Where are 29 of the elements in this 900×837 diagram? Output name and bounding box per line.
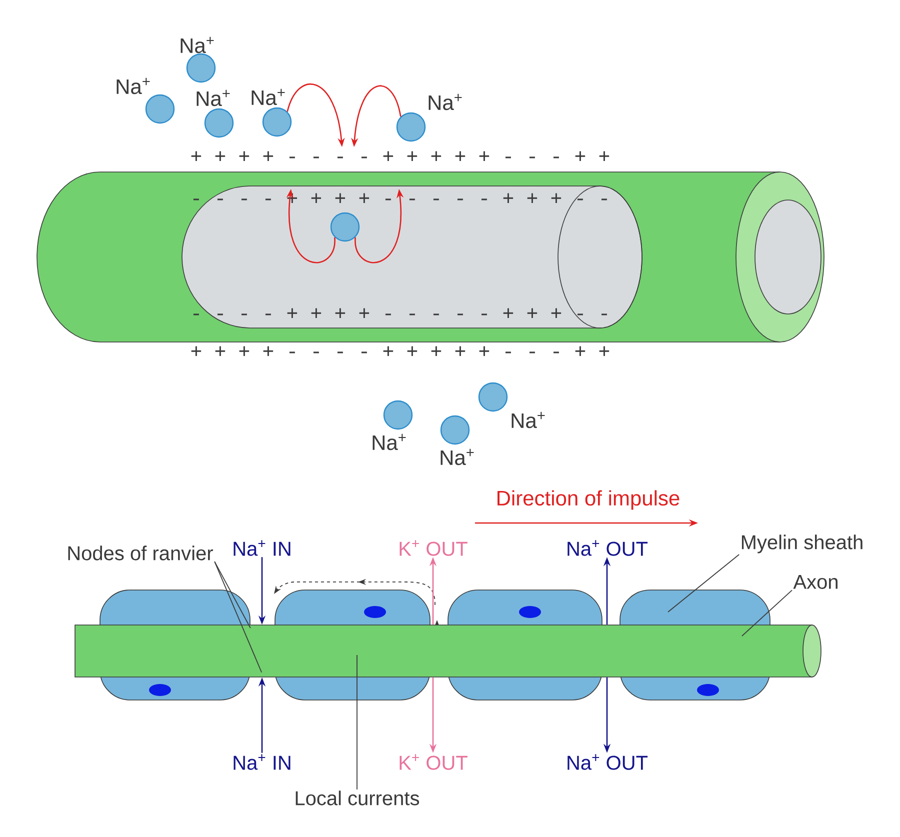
ion-label: Na$^{+}$	[180, 36, 214, 54]
callout-label: Axon	[793, 575, 838, 589]
callout-label: Nodes of ranvier	[68, 546, 213, 560]
ion-flow-label: K$^{+}$ OUT	[400, 540, 468, 556]
charge-signs: - - - - + + + + - - - - - + + + - -	[193, 308, 607, 318]
ion-label: Na$^{+}$	[116, 78, 150, 94]
ion-label: Na$^{+}$	[372, 434, 406, 450]
charge-signs: + + + + - - - - + + + + + - - - + +	[191, 346, 610, 356]
ion-label: Na$^{+}$	[428, 94, 462, 110]
ion-label: Na$^{+}$	[252, 88, 285, 106]
ion-label: Na$^{+}$	[440, 448, 474, 466]
callout-label: Local currents	[296, 790, 420, 806]
ion-label: Na$^{+}$	[512, 412, 545, 428]
sodium-ion	[330, 212, 360, 242]
leader-line	[214, 561, 262, 673]
axon-cylinder	[74, 624, 822, 678]
ion-flow-label: Na$^{+}$ IN	[234, 754, 290, 770]
ion-label: Na$^{+}$	[196, 90, 230, 106]
ion-flow-label: K$^{+}$ OUT	[400, 754, 468, 770]
charge-signs: + + + + - - - - + + + + + - - - + +	[191, 151, 610, 161]
leader-line	[742, 590, 792, 636]
leader-line	[668, 554, 740, 612]
heading-label: Direction of impulse	[498, 490, 680, 510]
callout-label: Myelin sheath	[742, 534, 862, 554]
leader-line	[356, 654, 358, 790]
ion-flow-label: Na$^{+}$ IN	[234, 540, 290, 556]
ion-flow-label: Na$^{+}$ OUT	[568, 540, 648, 556]
leader-line	[214, 561, 251, 628]
ion-flow-label: Na$^{+}$ OUT	[568, 754, 648, 770]
